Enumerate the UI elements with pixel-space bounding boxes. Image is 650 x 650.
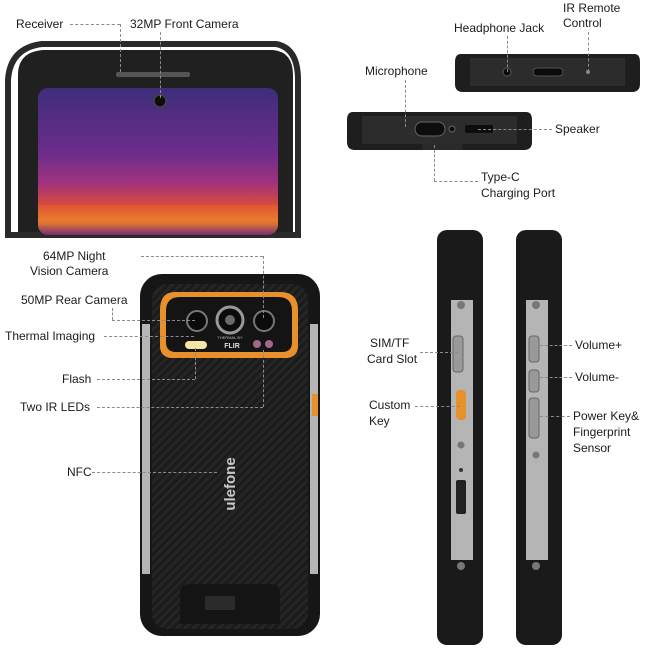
ir-leds-leader-up [263,350,264,407]
power-key-label-line1: Power Key& [573,409,640,423]
speaker-label: Speaker [555,122,600,136]
sim-slot-label-line2: Card Slot [367,352,418,366]
rear-view-illustration: THERMAL BY FLIR ulefone [140,274,320,636]
flash-leader-up [195,348,196,379]
power-key-label-line2: Fingerprint [573,425,631,439]
custom-key-label-line2: Key [369,414,390,428]
thermal-imaging-label: Thermal Imaging [5,329,96,343]
front-view-illustration [5,41,301,238]
front-camera-label: 32MP Front Camera [130,17,239,31]
rear-camera-leader-v [112,308,113,320]
sim-slot-label-line1: SIM/TF [370,336,410,350]
bottom-edge-illustration [347,112,532,150]
thermal-brand-small: THERMAL BY [217,335,243,340]
volume-up-leader [540,345,572,346]
type-c-leader-v [434,145,435,181]
type-c-label-line1: Type-C [481,170,520,184]
power-key-label-line3: Sensor [573,441,612,455]
power-key-leader [540,416,570,417]
top-edge-illustration [455,54,640,92]
ir-leds-label: Two IR LEDs [20,400,91,414]
volume-up-label: Volume+ [575,338,623,352]
nfc-label: NFC [67,465,92,479]
speaker-leader [478,129,552,130]
headphone-jack-leader [507,36,508,72]
type-c-label-line2: Charging Port [481,186,556,200]
custom-key-label-line1: Custom [369,398,411,412]
front-camera-leader [160,32,161,98]
microphone-label: Microphone [365,64,428,78]
night-camera-leader-down [263,256,264,318]
nfc-leader [92,472,217,473]
microphone-leader [405,80,406,127]
headphone-jack-label: Headphone Jack [454,21,545,35]
type-c-leader-h [434,181,478,182]
sim-slot-leader [420,352,458,353]
ir-remote-label-line1: IR Remote [563,1,621,15]
receiver-label: Receiver [16,17,64,31]
volume-down-label: Volume- [575,370,620,384]
thermal-brand: FLIR [224,343,240,350]
flash-label: Flash [62,372,92,386]
volume-down-leader [540,377,572,378]
ir-leds-leader [97,407,263,408]
receiver-leader-down [120,24,121,72]
night-camera-label-line2: Vision Camera [30,264,109,278]
ulefone-logo: ulefone [222,457,239,510]
flash-leader [97,379,195,380]
night-camera-label-line1: 64MP Night [43,249,106,263]
custom-key-leader [415,406,460,407]
right-side-illustration [516,230,562,645]
ir-remote-label-line2: Control [563,16,602,30]
rear-camera-label: 50MP Rear Camera [21,293,128,307]
left-side-illustration [437,230,483,645]
thermal-imaging-leader [104,336,194,337]
rear-camera-leader [112,320,195,321]
night-camera-leader [141,256,263,257]
receiver-leader [70,24,120,25]
ir-remote-leader [588,32,589,72]
